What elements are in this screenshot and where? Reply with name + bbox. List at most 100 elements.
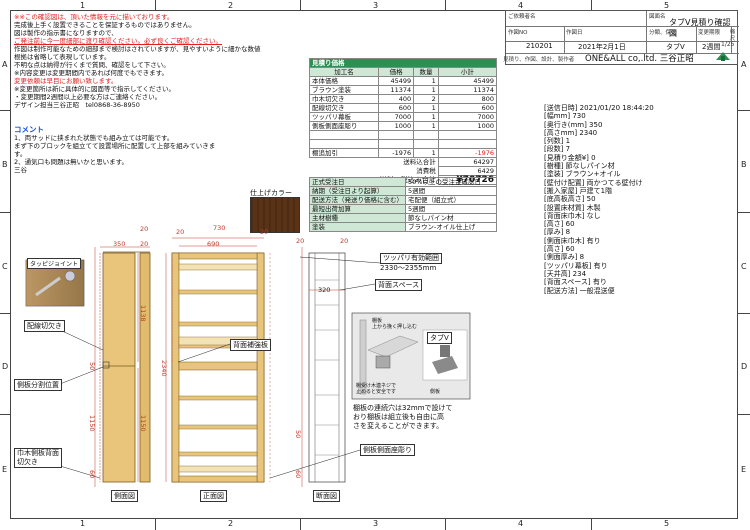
grid-col-4-top: 4 [518, 1, 524, 10]
grid-col-1-bottom: 1 [80, 519, 86, 528]
front-view [165, 237, 271, 483]
dim-h50: 50 [88, 362, 96, 371]
grid-col-5-top: 5 [664, 1, 670, 10]
finish-color-swatch [250, 197, 300, 233]
detail-title: タブV [427, 332, 452, 344]
order-spec-line: [塗装] ブラウン+オイル [544, 170, 621, 179]
grid-row-b-right: B [741, 160, 747, 169]
estimate-item-price: -1976 [378, 148, 415, 158]
label-tension-range: ツッパリ有効範囲 2330～2355mm [380, 253, 442, 273]
order-spec-line: [ツッパリ幕板] 有り [544, 261, 608, 270]
grid-row-a-right: A [741, 60, 747, 69]
order-spec-line: [見積り金額¥] 0 [544, 153, 596, 162]
label-side-counterbore: 側板側面座彫り [360, 444, 415, 456]
section-view [301, 247, 346, 487]
dim-h2340: 2340 [160, 360, 168, 377]
title-block: ご依頼者名 図面名 タブV見積り確認図 作図NO 210201 作図日 2021… [505, 10, 739, 65]
order-spec-line: [設置床材質] 木製 [544, 203, 601, 212]
grid-row-c-left: C [2, 262, 8, 271]
comment-line: 2、通気口も問題は無いかと思います。 [14, 158, 128, 166]
drawing-date: 2021年2月1日 [578, 43, 626, 51]
note-line: 完成後上手く設置できることを保証するものではありません。 [14, 21, 196, 29]
note-line: ・変更期間2週間以上必要な方はご連絡ください。 [14, 93, 162, 101]
dim-side-width: 350 [113, 240, 126, 248]
note-line: 変更依頼は早目にお願い致します。 [14, 77, 118, 85]
dim-front-20c: 20 [176, 228, 185, 236]
side-view [94, 246, 151, 487]
order-spec-line: [搬入家屋] 戸建て1階 [544, 186, 613, 195]
dim-front-width: 730 [213, 224, 226, 232]
comment-line: 三谷 [14, 166, 27, 174]
order-spec-line: [底高板高さ] 50 [544, 195, 596, 204]
comment-line: す。 [14, 150, 27, 158]
note-line: 作図は制作可能なための細部まで検討はされていますが、見やすいように細かな数値 [14, 45, 261, 53]
note-line: ※※この確認図は、頂いた情報を元に描いております。 [14, 13, 174, 21]
grid-col-3-bottom: 3 [373, 519, 379, 528]
order-spec-line: [奥行き(mm] 350 [544, 120, 603, 129]
note-line: 図は製作の指示書になりますので、 [14, 29, 118, 37]
dim-h1138: 1138 [139, 305, 147, 322]
dim-side-20b: 20 [140, 225, 149, 233]
spec-value: ブラウン-オイル仕上げ [405, 222, 497, 232]
label-wiring-notch: 配線切欠き [24, 320, 65, 332]
label-tension-range-line2: 2330～2355mm [380, 264, 437, 272]
sheet-frame [10, 10, 738, 519]
label-side-split: 側板分割位置 [14, 379, 62, 391]
detail-note-shelf: 棚板 [372, 318, 383, 324]
tax-label: 消費税 [416, 167, 436, 175]
detail-note-screw: 棚受け木連ネジで [356, 383, 397, 389]
note-line: 不明な点は納得が行くまで質問、確認をして下さい。 [14, 61, 170, 69]
work-no-label: 作図NO [508, 30, 528, 36]
detail-note-push: 上から挽く押し込む [372, 324, 418, 330]
spec-row: 塗装ブラウン-オイル仕上げ [309, 222, 497, 232]
dim-section-20-right: 20 [340, 237, 349, 245]
grid-col-5-bottom: 5 [664, 519, 670, 528]
note-line: デザイン担当三谷正昭 tel0868-36-8950 [14, 101, 140, 109]
comment-line: 1、両サッドに挟まれた状態でも組み立ては可能です。 [14, 134, 174, 142]
category-label: 分類、保管 [649, 30, 677, 36]
grid-col-3-top: 3 [373, 1, 379, 10]
dim-section-60: 60 [294, 470, 302, 479]
shelf-note-line2: おり棚板は組立後も自由に高 [353, 413, 444, 421]
note-line: ご発注前に今一度細部に渡り確認ください。必ず良くご確認ください。 [14, 37, 222, 45]
shelf-note-line3: さを変えることができます。 [353, 422, 444, 430]
order-spec-line: [背面スペース] 有り [544, 278, 607, 287]
order-spec-line: [厚み] 8 [544, 228, 571, 237]
dim-section-20-left: 20 [296, 237, 305, 245]
order-spec-line: [高さ] 60 [544, 220, 575, 229]
order-spec-line: [樹種] 節なしパイン材 [544, 162, 615, 171]
maker-label: 見積り、作図、設計、製作者 [503, 57, 575, 63]
work-no: 210201 [526, 42, 553, 50]
label-tapping-joint: タッピジョイント [27, 258, 82, 269]
note-line: ※内容変更は変更期間内であれば何度でもできます。 [14, 69, 168, 77]
period: 2週間 [702, 43, 721, 51]
grid-row-e-left: E [2, 465, 8, 474]
notes-block: ※※この確認図は、頂いた情報を元に描いております。 完成後上手く設置できることを… [14, 13, 261, 109]
grid-row-a-left: A [2, 60, 8, 69]
order-spec-line: [段数] 7 [544, 145, 571, 154]
comment-line: まず下のブロックを組立てて設置場所に配置して上部を組みていきま [14, 142, 216, 150]
order-spec-line: [列数] 1 [544, 137, 571, 146]
order-spec-list: [送信日時] 2021/01/20 18:44:20[幅mm] 730[奥行き(… [544, 104, 654, 295]
order-spec-line: [側面厚み] 8 [544, 253, 585, 262]
customer-label: ご依頼者名 [508, 14, 536, 20]
grid-row-d-right: D [741, 362, 748, 371]
comment-block: コメント 1、両サッドに挟まれた状態でも組み立ては可能です。 まず下のブロックを… [14, 125, 216, 175]
order-spec-line: [壁付け配置] 両かつてる壁付け [544, 178, 643, 187]
dim-side-20a: 20 [140, 240, 149, 248]
grid-row-b-left: B [2, 160, 8, 169]
comment-title: コメント [14, 125, 44, 134]
dim-section-320: 320 [318, 286, 331, 294]
order-spec-line: [高さmm] 2340 [544, 128, 598, 137]
category: タブV [666, 43, 685, 51]
grid-col-2-top: 2 [228, 1, 234, 10]
order-spec-line: [送信日時] 2021/01/20 18:44:20 [544, 104, 654, 112]
grid-row-e-right: E [741, 465, 747, 474]
dim-section-50: 50 [294, 430, 302, 439]
order-spec-line: [幅mm] 730 [544, 112, 586, 121]
